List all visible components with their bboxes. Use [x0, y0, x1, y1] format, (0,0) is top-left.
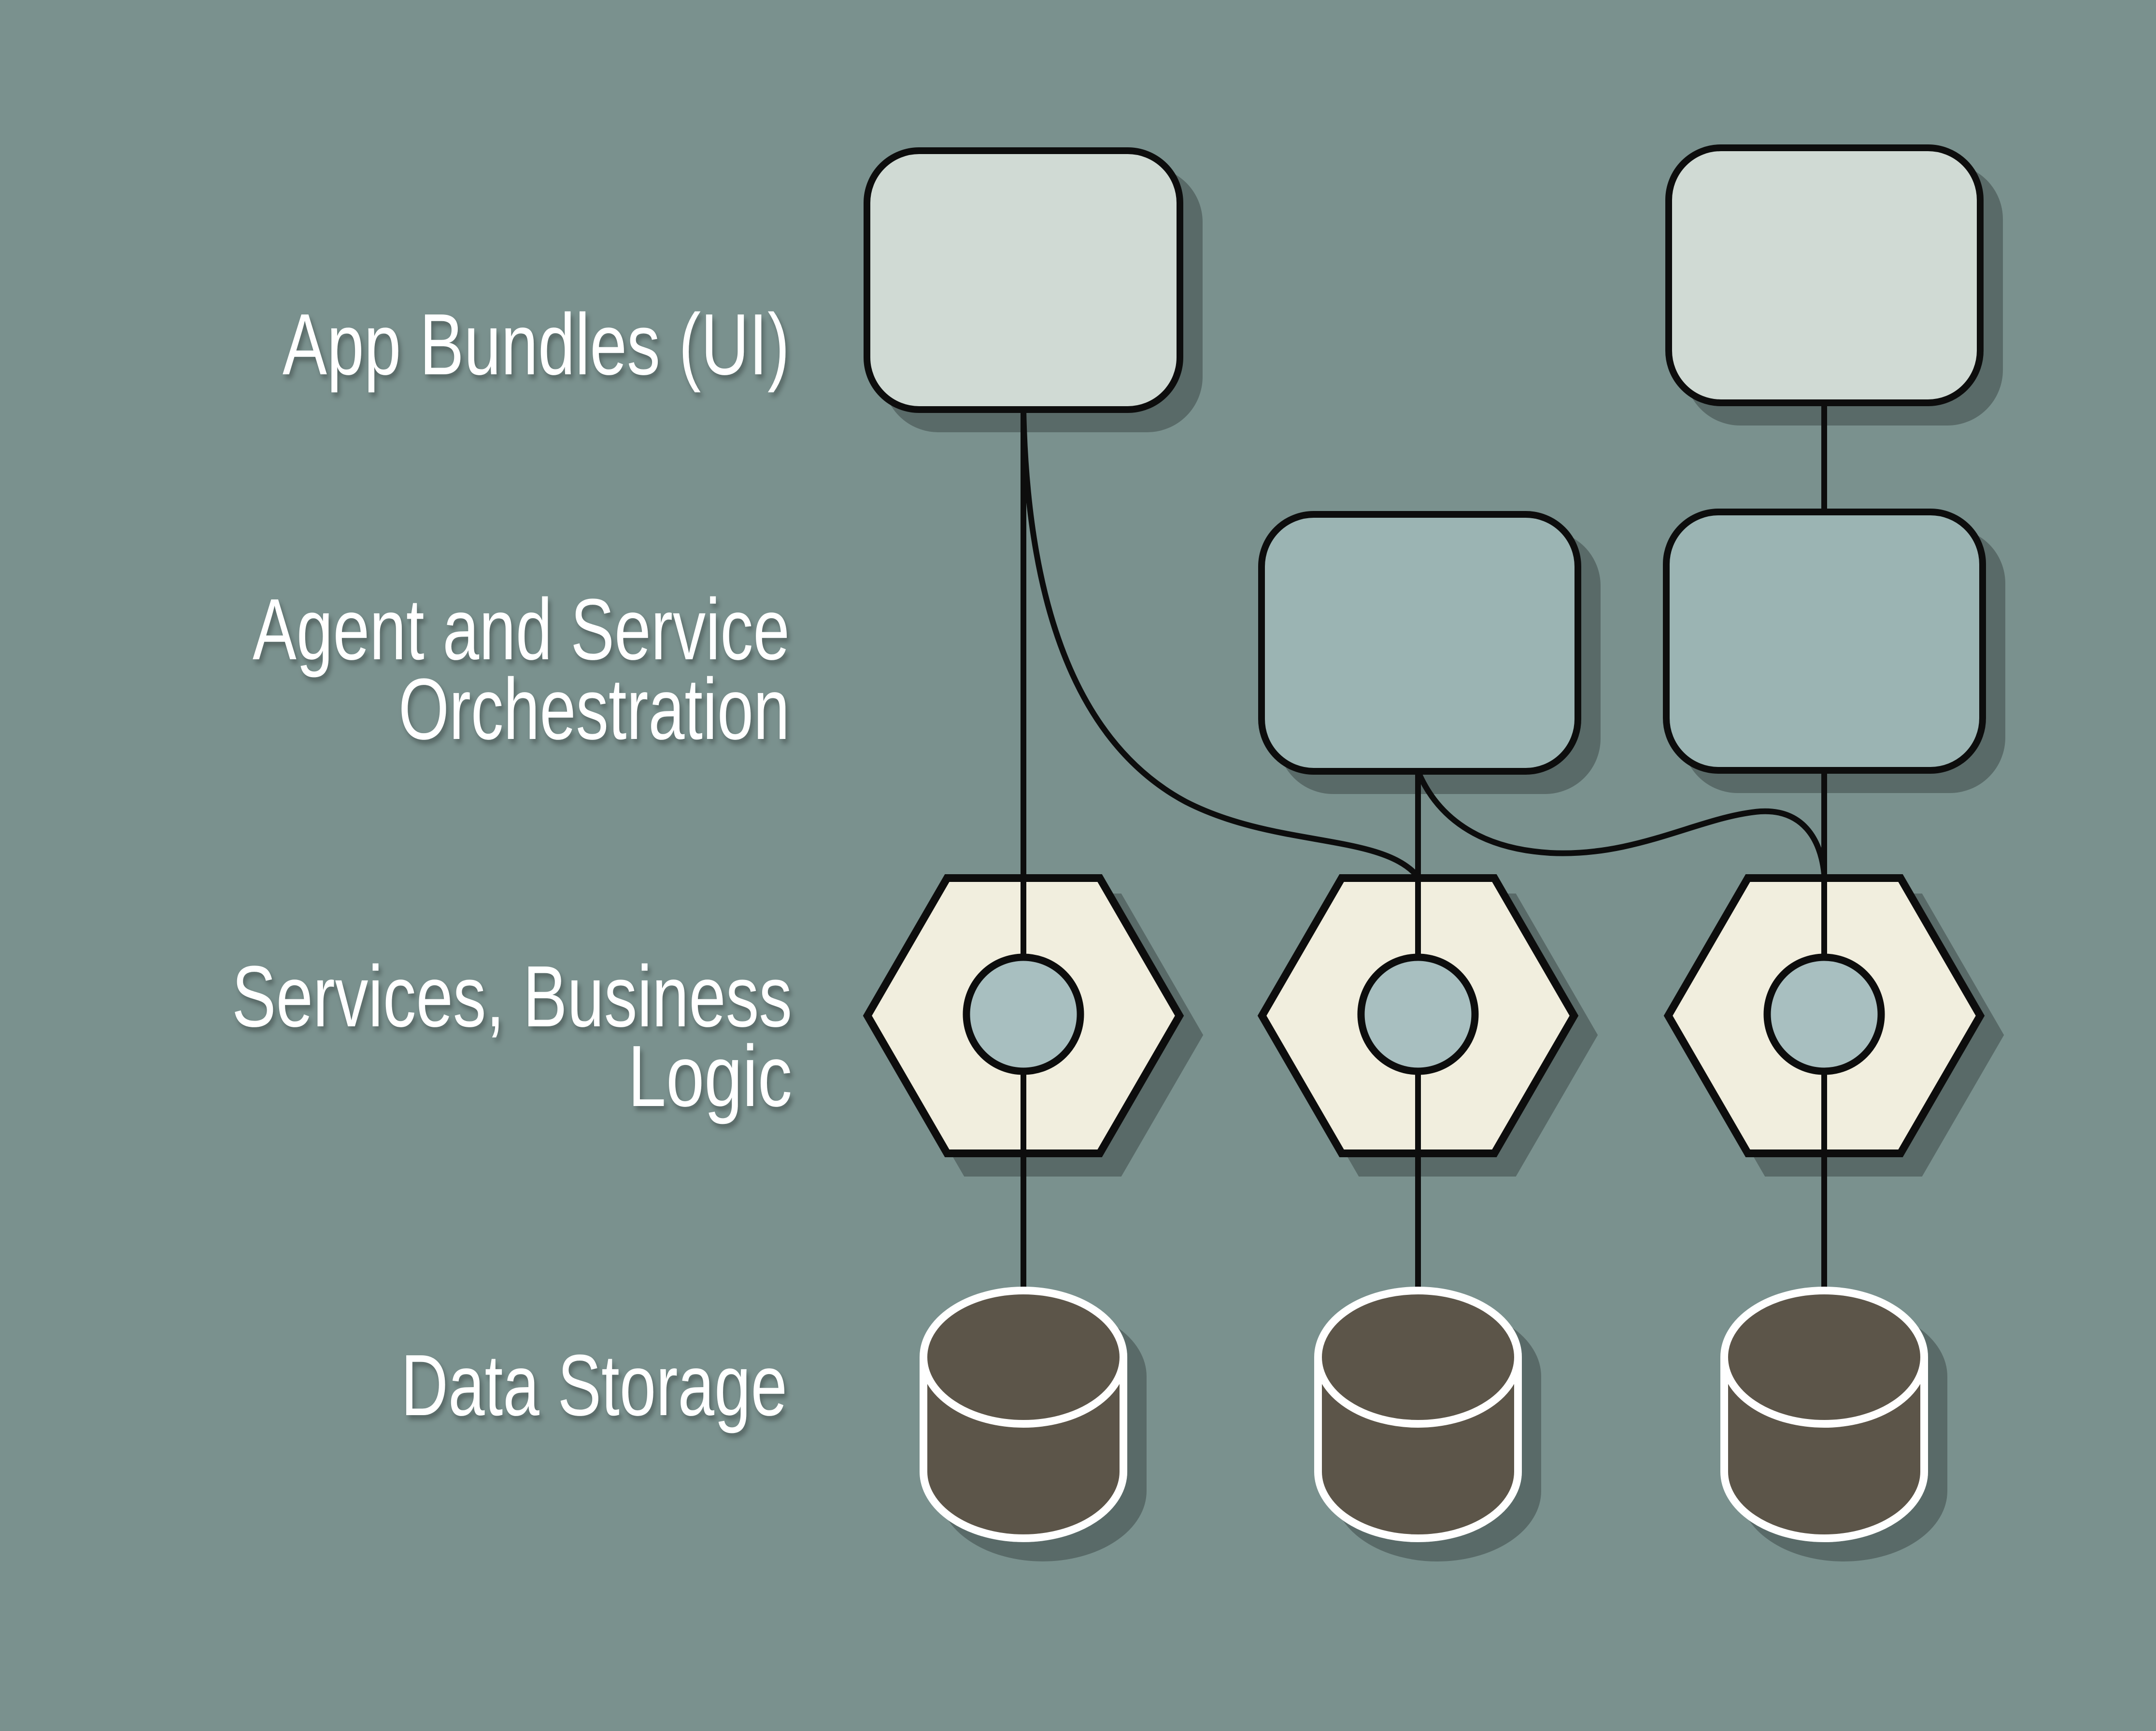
app-bundle-rect-1 — [864, 147, 1183, 413]
label-orchestration-line2: Orchestration — [398, 661, 790, 758]
orchestration-rect-1 — [1258, 511, 1581, 775]
edge-appbundle1-hexagon2 — [1021, 409, 1421, 882]
label-orchestration-line1: Agent and Service — [253, 581, 790, 678]
layer-labels: App Bundles (UI) Agent and Service Orche… — [232, 296, 792, 1434]
database-cylinder-icon-3 — [1720, 1287, 1928, 1542]
label-app-bundles: App Bundles (UI) — [283, 296, 790, 393]
label-services-line2: Logic — [628, 1028, 792, 1125]
edge-orchestration1-hexagon3 — [1415, 770, 1827, 881]
orchestration-node-2 — [1663, 509, 1986, 774]
database-cylinder-icon-2 — [1314, 1287, 1522, 1542]
hexagon-hub-circle-1 — [963, 953, 1084, 1075]
app-bundle-node-2 — [1665, 144, 1984, 406]
hexagon-hub-circle-2 — [1357, 953, 1479, 1075]
label-services-line1: Services, Business — [232, 948, 792, 1045]
cylinder-top-1 — [920, 1287, 1127, 1428]
app-bundle-node-1 — [864, 147, 1183, 413]
cylinder-top-3 — [1720, 1287, 1928, 1428]
orchestration-rect-2 — [1663, 509, 1986, 774]
database-cylinder-icon-1 — [920, 1287, 1127, 1542]
hexagon-hub-circle-3 — [1763, 953, 1885, 1075]
app-bundle-rect-2 — [1665, 144, 1984, 406]
label-data-storage: Data Storage — [401, 1337, 787, 1434]
cylinder-top-2 — [1314, 1287, 1522, 1428]
orchestration-node-1 — [1258, 511, 1581, 775]
